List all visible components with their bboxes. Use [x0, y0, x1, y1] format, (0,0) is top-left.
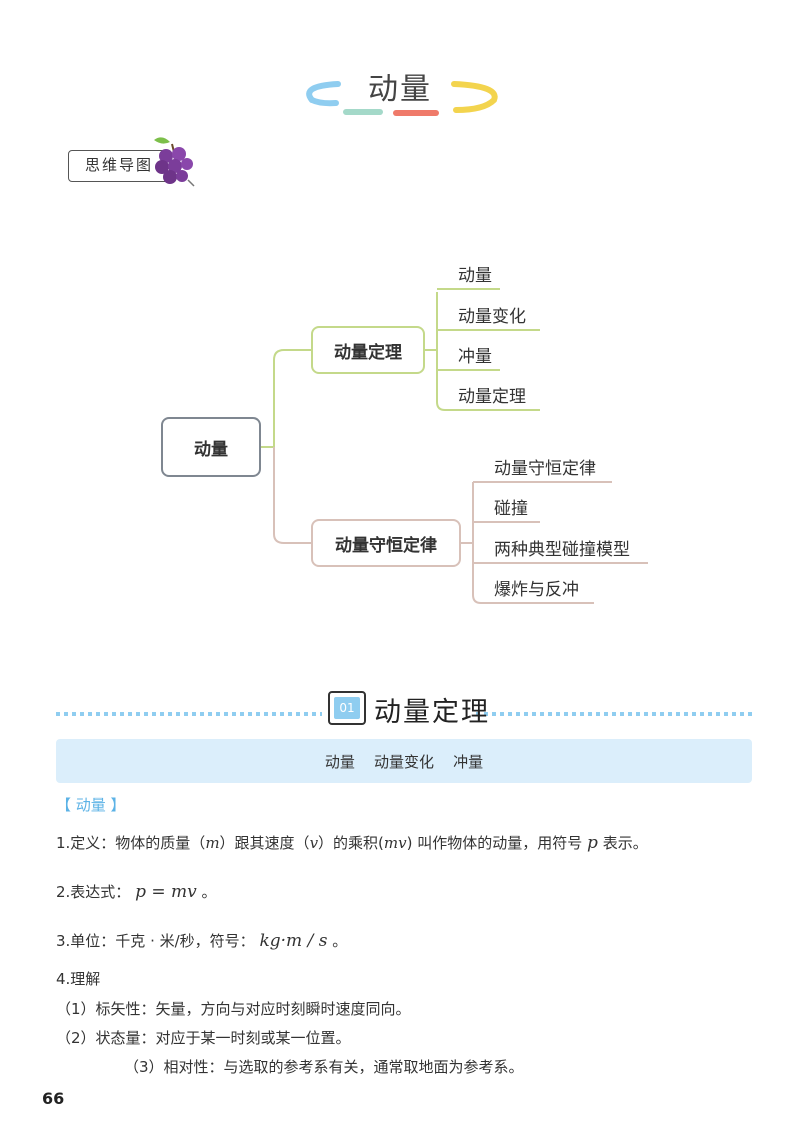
mindmap-leaf: 两种典型碰撞模型	[494, 540, 630, 560]
mindmap-connectors	[261, 288, 648, 604]
subsection-heading: 【 动量 】	[56, 796, 126, 814]
mindmap-leaf: 爆炸与反冲	[494, 580, 579, 600]
math-mv: mv	[383, 834, 407, 852]
mindmap-badge-label: 思维导图	[84, 156, 153, 174]
section-number-badge: 01	[328, 691, 366, 725]
mindmap-leaf: 动量	[458, 266, 492, 286]
understanding-item: （3）相对性：与选取的参考系有关，通常取地面为参考系。	[124, 1058, 524, 1076]
mindmap-leaf: 动量变化	[458, 307, 526, 327]
section-title: 动量定理	[374, 697, 490, 728]
definition-line: 1.定义：物体的质量（m）跟其速度（v）的乘积(mv) 叫作物体的动量，用符号 …	[56, 833, 648, 853]
topic-list: 动量 动量变化 冲量	[324, 752, 484, 771]
expression-line: 2.表达式： p = mv 。	[56, 882, 217, 902]
unit-line: 3.单位：千克 · 米/秒，符号： kg·m / s 。	[56, 931, 348, 951]
math-unit: kg·m / s	[259, 931, 328, 951]
understanding-heading: 4.理解	[56, 970, 101, 988]
mindmap-root-node: 动量	[161, 417, 261, 477]
mindmap-branch-label: 动量定理	[334, 342, 402, 363]
mindmap-leaf: 碰撞	[494, 499, 528, 519]
mindmap-branch-momentum-theorem: 动量定理	[311, 326, 425, 374]
mindmap-leaf: 冲量	[458, 347, 492, 367]
math-v: v	[309, 834, 319, 852]
math-m: m	[205, 834, 220, 852]
page-title: 动量	[368, 72, 432, 107]
grape-icon	[154, 137, 195, 187]
topic-bar: 动量 动量变化 冲量	[56, 739, 752, 783]
math-p: p	[587, 833, 598, 853]
math-expression: p = mv	[135, 882, 197, 902]
mindmap-root-label: 动量	[194, 439, 228, 460]
title-decoration	[306, 81, 498, 116]
page-number: 66	[42, 1089, 65, 1108]
section-number: 01	[334, 697, 360, 719]
mindmap-branch-label: 动量守恒定律	[335, 535, 437, 556]
section-divider	[56, 712, 752, 716]
understanding-item: （2）状态量：对应于某一时刻或某一位置。	[56, 1029, 351, 1047]
mindmap-badge: 思维导图	[68, 150, 170, 182]
mindmap-leaf: 动量守恒定律	[494, 459, 596, 479]
mindmap-leaf: 动量定理	[458, 387, 526, 407]
mindmap-branch-conservation: 动量守恒定律	[311, 519, 461, 567]
understanding-item: （1）标矢性：矢量，方向与对应时刻瞬时速度同向。	[56, 1000, 411, 1018]
